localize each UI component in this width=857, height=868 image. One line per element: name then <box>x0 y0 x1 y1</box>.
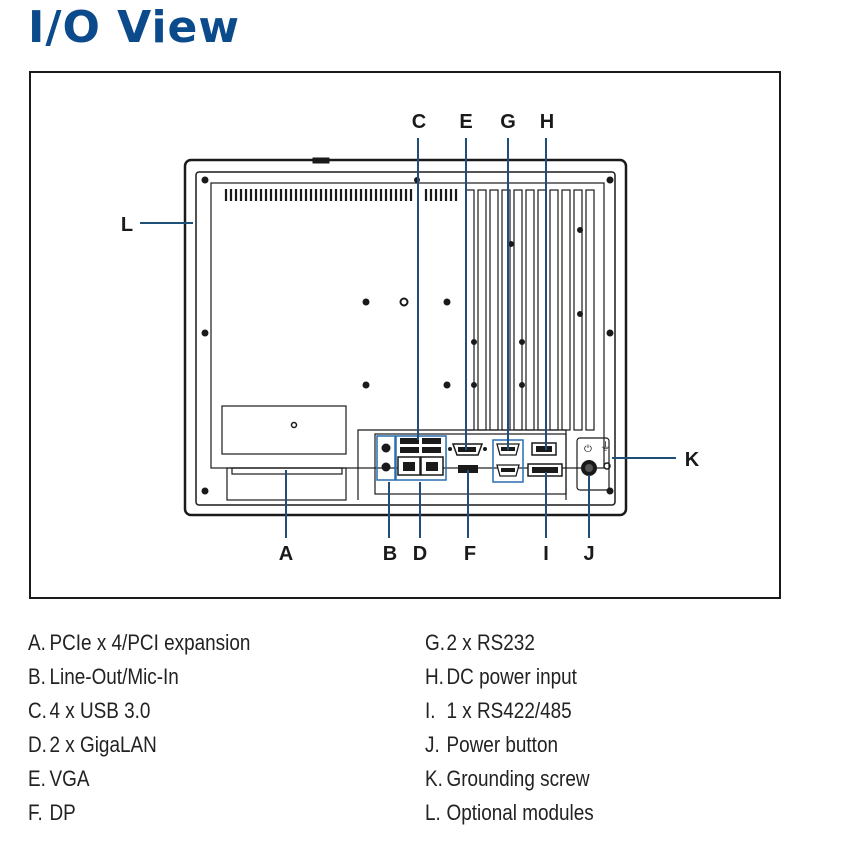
legend-item-d: D.2 x GigaLAN <box>28 732 157 757</box>
power-button-graphic: ⏻ <box>576 437 610 491</box>
svg-text:⏚: ⏚ <box>600 440 611 453</box>
callout-b: B <box>383 543 397 565</box>
io-bracket <box>357 429 567 500</box>
diagram-frame <box>29 71 781 599</box>
callout-f: F <box>464 543 476 565</box>
audio-jacks <box>376 435 396 481</box>
callout-h: H <box>540 111 554 133</box>
legend-item-f: F.DP <box>28 800 76 825</box>
callout-i: I <box>543 543 549 565</box>
callout-lines <box>140 138 676 538</box>
legend-item-e: E.VGA <box>28 766 90 791</box>
callout-d: D <box>413 543 427 565</box>
vent-grille <box>224 189 458 201</box>
heatsink-fins <box>465 189 595 431</box>
callout-k: K <box>685 449 700 471</box>
callout-e: E <box>459 111 472 133</box>
vga-dp-ports <box>448 443 487 473</box>
callout-j: J <box>583 543 594 565</box>
device-rear-panel <box>183 157 628 517</box>
callout-labels: A B D F I J C E G H K L <box>121 111 700 565</box>
legend-item-c: C.4 x USB 3.0 <box>28 698 151 723</box>
legend-item-j: J.Power button <box>425 732 558 757</box>
svg-text:⏻: ⏻ <box>584 444 592 455</box>
legend-item-b: B.Line-Out/Mic-In <box>28 664 179 689</box>
legend-item-a: A.PCIe x 4/PCI expansion <box>28 630 251 655</box>
mounting-screws <box>201 176 614 495</box>
legend-item-g: G.2 x RS232 <box>425 630 535 655</box>
legend-item-h: H.DC power input <box>425 664 577 689</box>
callout-l: L <box>121 214 133 236</box>
usb-lan-ports <box>395 435 447 481</box>
ground-screw-graphic: ⏚ <box>600 440 611 470</box>
page-title: I/O View <box>28 2 241 53</box>
callout-g: G <box>500 111 516 133</box>
legend-item-k: K.Grounding screw <box>425 766 590 791</box>
legend-item-l: L.Optional modules <box>425 800 594 825</box>
callout-c: C <box>412 111 426 133</box>
legend-item-i: I.1 x RS422/485 <box>425 698 572 723</box>
dc-rs422-ports <box>527 442 563 477</box>
pcie-expansion-area <box>221 405 347 501</box>
callout-a: A <box>279 543 293 565</box>
